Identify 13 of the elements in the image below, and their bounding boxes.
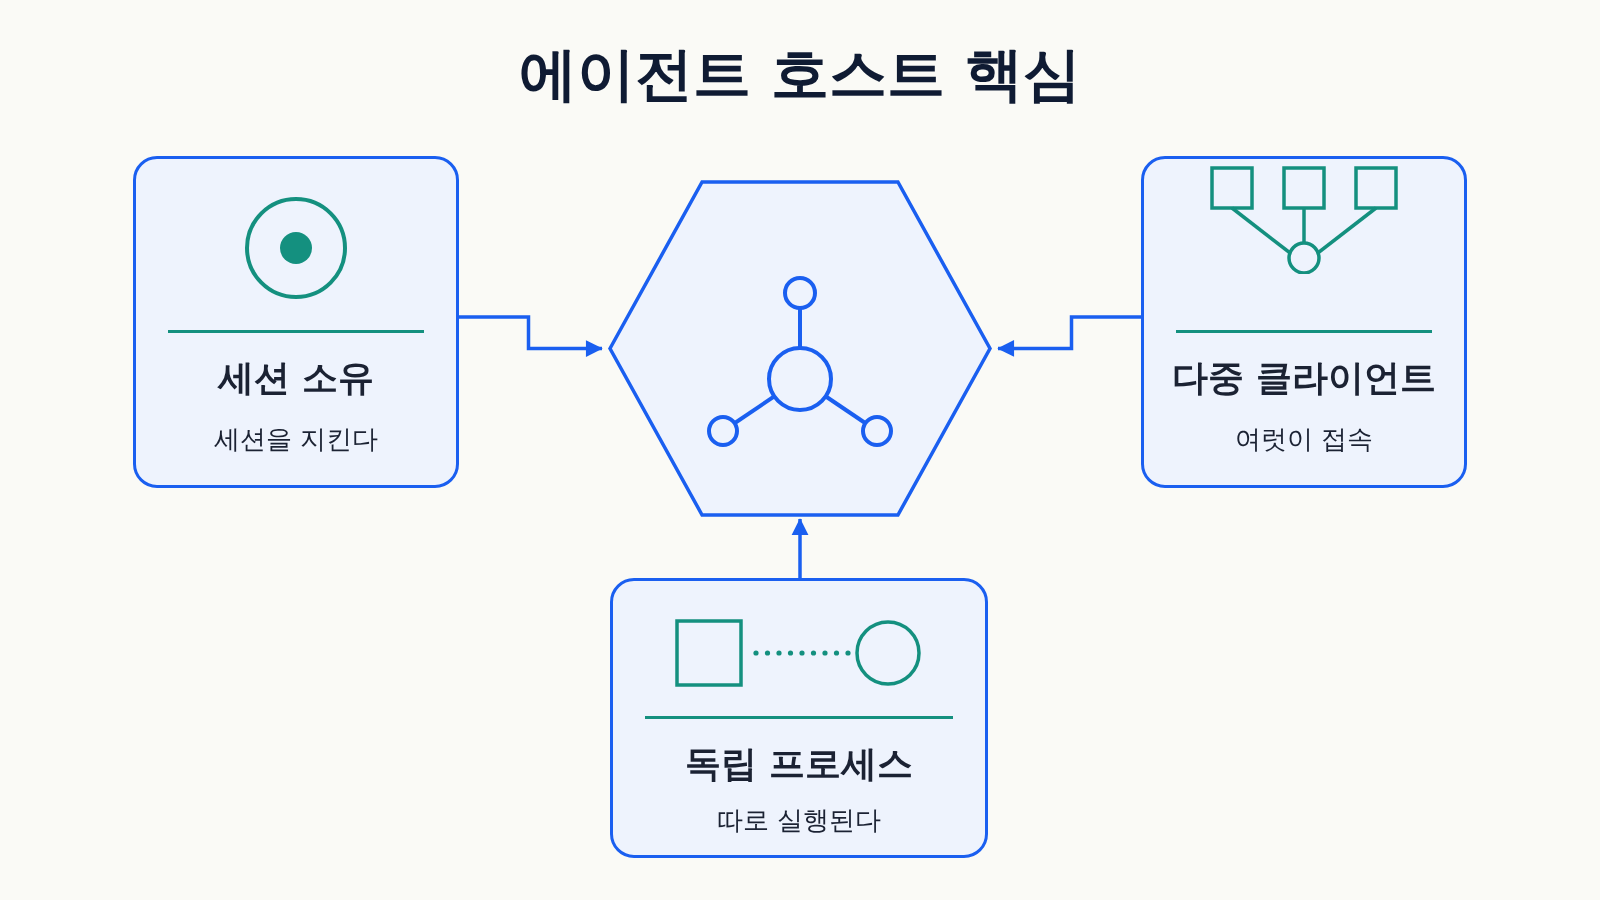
card-title: 독립 프로세스 — [683, 742, 915, 786]
feature-card — [1141, 156, 1467, 488]
arrow — [997, 315, 1141, 357]
card-title: 세션 소유 — [216, 356, 376, 400]
card-subtitle: 세션을 지킨다 — [212, 423, 380, 456]
feature-card — [133, 156, 459, 488]
title: 에이전트 호스트 핵심 — [517, 39, 1083, 110]
card-title: 다중 클라이언트 — [1170, 356, 1438, 400]
arrow — [459, 315, 603, 357]
card-subtitle: 여럿이 접속 — [1233, 423, 1375, 456]
arrow — [791, 518, 809, 578]
feature-card — [610, 578, 988, 858]
card-subtitle: 따로 실행된다 — [715, 804, 883, 837]
